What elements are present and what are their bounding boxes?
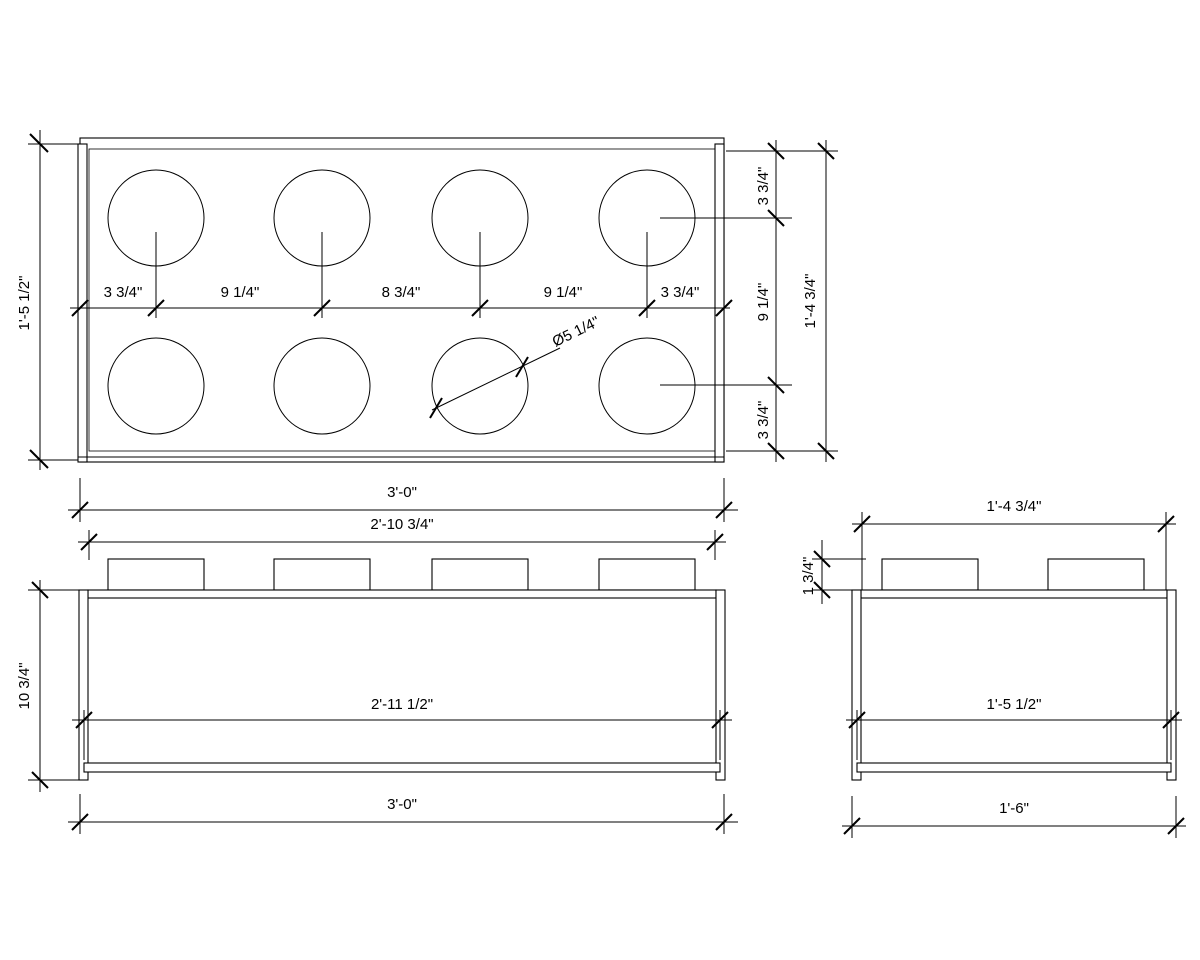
hole-circle [431,337,529,435]
pot-block [881,558,979,591]
dim-right-edge-bottom: 3 3/4" [755,401,772,440]
dim-front-height: 10 3/4" [16,662,33,709]
front-top-rail [87,589,717,599]
diameter-line [431,347,561,411]
dim-front-overall-width: 3'-0" [387,796,417,813]
front-post-left [78,589,89,781]
front-elevation: 2'-10 3/4" 10 3/4" 2'-11 1/2" 3'-0" [16,516,738,834]
side-post-right [1166,589,1177,781]
front-post-right [715,589,726,781]
dim-right-middle: 9 1/4" [755,283,772,322]
hole-circle [273,337,371,435]
pot-block [431,558,529,591]
dim-front-shelf-width: 2'-11 1/2" [371,696,433,713]
dim-side-lip-height: 1 3/4" [800,557,817,596]
hole-circle [598,337,696,435]
dim-side-overall-width: 1'-6" [999,800,1029,817]
dim-edge-left: 3 3/4" [104,284,143,301]
plan-post-tr [714,143,725,463]
dim-side-shelf-width: 1'-5 1/2" [987,696,1042,713]
dim-side-top-width: 1'-4 3/4" [987,498,1042,515]
pot-block [107,558,205,591]
dim-plan-height: 1'-5 1/2" [16,276,33,331]
dim-right-overall: 1'-4 3/4" [802,274,819,329]
dim-plan-width: 3'-0" [387,484,417,501]
pot-block [273,558,371,591]
dim-spacing-1: 9 1/4" [221,284,260,301]
hole-circle [107,337,205,435]
dim-right-edge-top: 3 3/4" [755,167,772,206]
dim-edge-right: 3 3/4" [661,284,700,301]
side-bottom-shelf [856,762,1172,773]
side-elevation: 1'-4 3/4" 1 3/4" 1'-5 1/2" 1'-6" [800,498,1186,838]
dim-spacing-3: 9 1/4" [544,284,583,301]
dim-front-inner-width: 2'-10 3/4" [370,516,433,533]
plan-post-tl [77,143,88,463]
plan-outer-frame [79,137,725,463]
plan-view: 3 3/4" 9 1/4" 8 3/4" 9 1/4" 3 3/4" Ø5 1/… [16,130,838,522]
dim-spacing-2: 8 3/4" [382,284,421,301]
front-bottom-shelf [83,762,721,773]
side-top-rail [860,589,1168,599]
pot-block [1047,558,1145,591]
pot-block [598,558,696,591]
side-post-left [851,589,862,781]
